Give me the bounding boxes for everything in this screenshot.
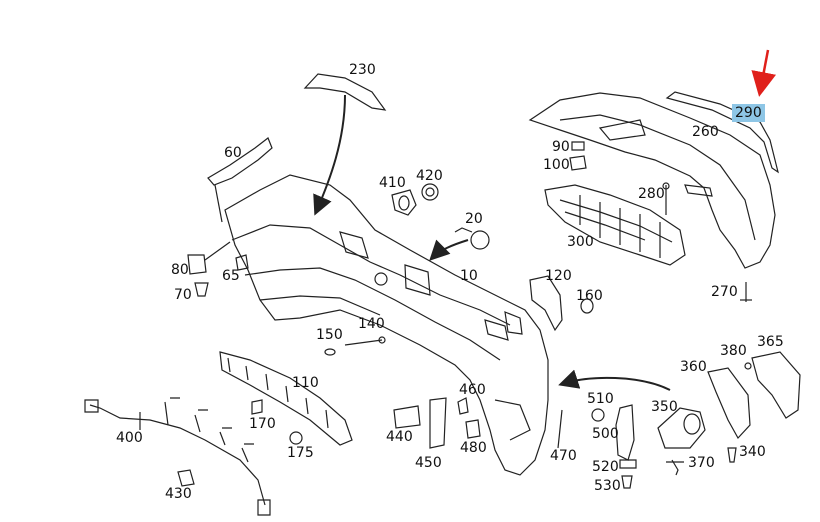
part-label: 175 bbox=[287, 445, 314, 461]
part-370 bbox=[671, 459, 679, 476]
part-label: 520 bbox=[592, 459, 619, 475]
part-label: 450 bbox=[415, 455, 442, 471]
part-label: 20 bbox=[465, 211, 483, 227]
part-label: 480 bbox=[460, 440, 487, 456]
part-label: 350 bbox=[651, 399, 678, 415]
part-label-highlighted: 290 bbox=[732, 104, 765, 122]
part-170 bbox=[251, 399, 263, 415]
part-450 bbox=[429, 397, 447, 449]
part-470 bbox=[557, 409, 563, 449]
part-290 bbox=[665, 91, 779, 174]
part-label: 400 bbox=[116, 430, 143, 446]
part-20 bbox=[470, 230, 490, 250]
part-label: 380 bbox=[720, 343, 747, 359]
part-label: 120 bbox=[545, 268, 572, 284]
part-110 bbox=[219, 351, 353, 446]
part-label: 470 bbox=[550, 448, 577, 464]
part-label: 10 bbox=[460, 268, 478, 284]
part-label: 100 bbox=[543, 157, 570, 173]
part-label: 430 bbox=[165, 486, 192, 502]
part-60 bbox=[207, 137, 273, 186]
part-label: 230 bbox=[349, 62, 376, 78]
part-label: 150 bbox=[316, 327, 343, 343]
part-120 bbox=[529, 275, 563, 332]
arrow-230 bbox=[313, 94, 346, 216]
part-label: 110 bbox=[292, 375, 319, 391]
part-80 bbox=[187, 254, 207, 275]
part-230 bbox=[303, 73, 387, 111]
part-label: 420 bbox=[416, 168, 443, 184]
part-label: 300 bbox=[567, 234, 594, 250]
part-label: 280 bbox=[638, 186, 665, 202]
part-label: 360 bbox=[680, 359, 707, 375]
arrow-350 bbox=[558, 369, 671, 391]
part-460 bbox=[457, 397, 469, 415]
part-400 bbox=[89, 404, 266, 506]
part-360 bbox=[707, 367, 751, 440]
part-350 bbox=[657, 407, 706, 449]
part-label: 340 bbox=[739, 444, 766, 460]
part-label: 160 bbox=[576, 288, 603, 304]
part-label: 370 bbox=[688, 455, 715, 471]
part-140 bbox=[344, 339, 383, 346]
part-label: 510 bbox=[587, 391, 614, 407]
part-340 bbox=[727, 447, 737, 463]
part-label: 270 bbox=[711, 284, 738, 300]
part-480 bbox=[465, 419, 481, 439]
red-arrow bbox=[751, 49, 777, 97]
part-label: 170 bbox=[249, 416, 276, 432]
part-260 bbox=[528, 92, 776, 269]
part-510 bbox=[591, 408, 605, 422]
part-label: 365 bbox=[757, 334, 784, 350]
part-label: 440 bbox=[386, 429, 413, 445]
part-420 bbox=[421, 183, 439, 201]
part-160 bbox=[580, 298, 594, 314]
part-530 bbox=[621, 475, 633, 489]
part-410 bbox=[391, 189, 417, 216]
part-520 bbox=[619, 459, 637, 469]
part-175 bbox=[289, 431, 303, 445]
part-label: 460 bbox=[459, 382, 486, 398]
part-430 bbox=[177, 469, 195, 487]
part-300 bbox=[544, 184, 686, 266]
part-label: 60 bbox=[224, 145, 242, 161]
part-label: 500 bbox=[592, 426, 619, 442]
part-label: 410 bbox=[379, 175, 406, 191]
part-150 bbox=[324, 348, 336, 356]
part-label: 530 bbox=[594, 478, 621, 494]
part-100 bbox=[569, 155, 587, 171]
arrow-20 bbox=[429, 239, 469, 261]
part-65 bbox=[235, 254, 249, 271]
part-label: 90 bbox=[552, 139, 570, 155]
part-label: 65 bbox=[222, 268, 240, 284]
part-70 bbox=[194, 282, 209, 297]
part-440 bbox=[393, 405, 421, 429]
part-label: 140 bbox=[358, 316, 385, 332]
part-label: 80 bbox=[171, 262, 189, 278]
part-label: 260 bbox=[692, 124, 719, 140]
part-365 bbox=[751, 351, 801, 419]
part-10 bbox=[224, 174, 549, 476]
part-380 bbox=[744, 362, 752, 370]
part-90 bbox=[571, 141, 585, 151]
part-label: 70 bbox=[174, 287, 192, 303]
